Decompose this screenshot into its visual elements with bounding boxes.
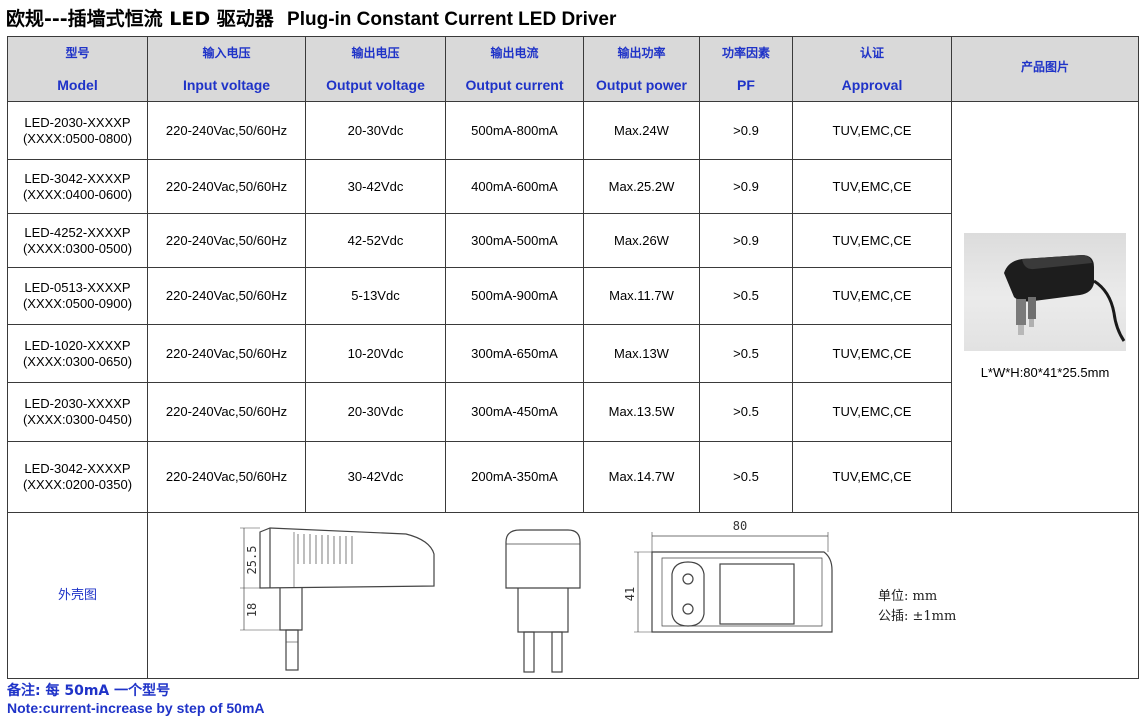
tolerance-label: 公插: ±1mm: [878, 609, 956, 624]
cell-approval: TUV,EMC,CE: [792, 213, 952, 268]
cell-pf: >0.5: [699, 324, 793, 383]
cell-approval: TUV,EMC,CE: [792, 441, 952, 513]
cell-vout: 20-30Vdc: [305, 101, 446, 160]
cell-power: Max.26W: [583, 213, 700, 268]
cell-power: Max.25.2W: [583, 159, 700, 214]
cell-input: 220-240Vac,50/60Hz: [147, 267, 306, 325]
cell-vout: 30-42Vdc: [305, 159, 446, 214]
cell-input: 220-240Vac,50/60Hz: [147, 441, 306, 513]
cell-model: LED-2030-XXXXP(XXXX:0300-0450): [7, 382, 148, 442]
cell-model: LED-1020-XXXXP(XXXX:0300-0650): [7, 324, 148, 383]
adapter-photo-illustration: [1004, 255, 1126, 342]
cell-vout: 30-42Vdc: [305, 441, 446, 513]
cell-iout: 300mA-650mA: [445, 324, 584, 383]
cell-input: 220-240Vac,50/60Hz: [147, 324, 306, 383]
dim-pin-label: 18: [245, 602, 259, 616]
cell-approval: TUV,EMC,CE: [792, 159, 952, 214]
cell-input: 220-240Vac,50/60Hz: [147, 382, 306, 442]
cell-vout: 10-20Vdc: [305, 324, 446, 383]
cell-power: Max.24W: [583, 101, 700, 160]
table-row: LED-3042-XXXXP(XXXX:0200-0350) 220-240Va…: [7, 441, 1139, 513]
cell-power: Max.13W: [583, 324, 700, 383]
cell-model: LED-4252-XXXXP(XXXX:0300-0500): [7, 213, 148, 268]
cell-pf: >0.9: [699, 213, 793, 268]
cell-power: Max.14.7W: [583, 441, 700, 513]
cell-vout: 5-13Vdc: [305, 267, 446, 325]
page-title-en: Plug-in Constant Current LED Driver: [287, 9, 617, 30]
cell-model: LED-3042-XXXXP(XXXX:0400-0600): [7, 159, 148, 214]
cell-input: 220-240Vac,50/60Hz: [147, 213, 306, 268]
table-row: LED-0513-XXXXP(XXXX:0500-0900) 220-240Va…: [7, 267, 1139, 325]
cell-iout: 500mA-800mA: [445, 101, 584, 160]
cell-model: LED-0513-XXXXP(XXXX:0500-0900): [7, 267, 148, 325]
cell-pf: >0.5: [699, 382, 793, 442]
shell-drawing-row: 外壳图: [7, 512, 1139, 679]
dim-height-label: 25.5: [245, 545, 259, 574]
cell-iout: 400mA-600mA: [445, 159, 584, 214]
side-view-drawing: [240, 526, 435, 671]
cell-model: LED-2030-XXXXP(XXXX:0500-0800): [7, 101, 148, 160]
cell-pf: >0.5: [699, 267, 793, 325]
page-title-zh: 欧规---插墙式恒流 LED 驱动器: [6, 8, 274, 30]
cell-approval: TUV,EMC,CE: [792, 324, 952, 383]
technical-drawing: 25.5 18: [148, 514, 1138, 678]
shell-drawing-label: 外壳图: [7, 512, 148, 679]
cell-pf: >0.5: [699, 441, 793, 513]
note-en: Note:current-increase by step of 50mA: [7, 700, 265, 716]
table-row: LED-1020-XXXXP(XXXX:0300-0650) 220-240Va…: [7, 324, 1139, 383]
product-photo: [964, 233, 1126, 351]
cell-iout: 300mA-450mA: [445, 382, 584, 442]
table-row: LED-2030-XXXXP(XXXX:0300-0450) 220-240Va…: [7, 382, 1139, 442]
cell-input: 220-240Vac,50/60Hz: [147, 101, 306, 160]
cell-model: LED-3042-XXXXP(XXXX:0200-0350): [7, 441, 148, 513]
cell-pf: >0.9: [699, 159, 793, 214]
cell-approval: TUV,EMC,CE: [792, 101, 952, 160]
shell-drawing-svg: 25.5 18: [240, 519, 956, 673]
header-product-image: 产品图片: [951, 36, 1139, 102]
dim-width-label: 41: [623, 586, 637, 600]
table-row: LED-3042-XXXXP(XXXX:0400-0600) 220-240Va…: [7, 159, 1139, 214]
table-row: LED-2030-XXXXP(XXXX:0500-0800) 220-240Va…: [7, 101, 1139, 513]
cell-input: 220-240Vac,50/60Hz: [147, 159, 306, 214]
cell-power: Max.13.5W: [583, 382, 700, 442]
product-image-cell: L*W*H:80*41*25.5mm: [951, 101, 1139, 513]
cell-iout: 500mA-900mA: [445, 267, 584, 325]
cell-pf: >0.9: [699, 101, 793, 160]
shell-drawing-cell: 25.5 18: [147, 512, 1139, 679]
cell-power: Max.11.7W: [583, 267, 700, 325]
cell-approval: TUV,EMC,CE: [792, 267, 952, 325]
note-zh: 备注: 每 50mA 一个型号: [7, 683, 171, 699]
table-row: LED-4252-XXXXP(XXXX:0300-0500) 220-240Va…: [7, 213, 1139, 268]
cell-vout: 42-52Vdc: [305, 213, 446, 268]
page-title: 欧规---插墙式恒流 LED 驱动器 Plug-in Constant Curr…: [6, 5, 616, 33]
front-view-drawing: [505, 528, 581, 673]
dim-length-label: 80: [733, 519, 747, 533]
top-view-drawing: [634, 531, 833, 633]
cell-iout: 200mA-350mA: [445, 441, 584, 513]
unit-label: 单位: mm: [878, 589, 937, 604]
cell-vout: 20-30Vdc: [305, 382, 446, 442]
cell-iout: 300mA-500mA: [445, 213, 584, 268]
cell-approval: TUV,EMC,CE: [792, 382, 952, 442]
product-dimensions: L*W*H:80*41*25.5mm: [980, 365, 1110, 380]
